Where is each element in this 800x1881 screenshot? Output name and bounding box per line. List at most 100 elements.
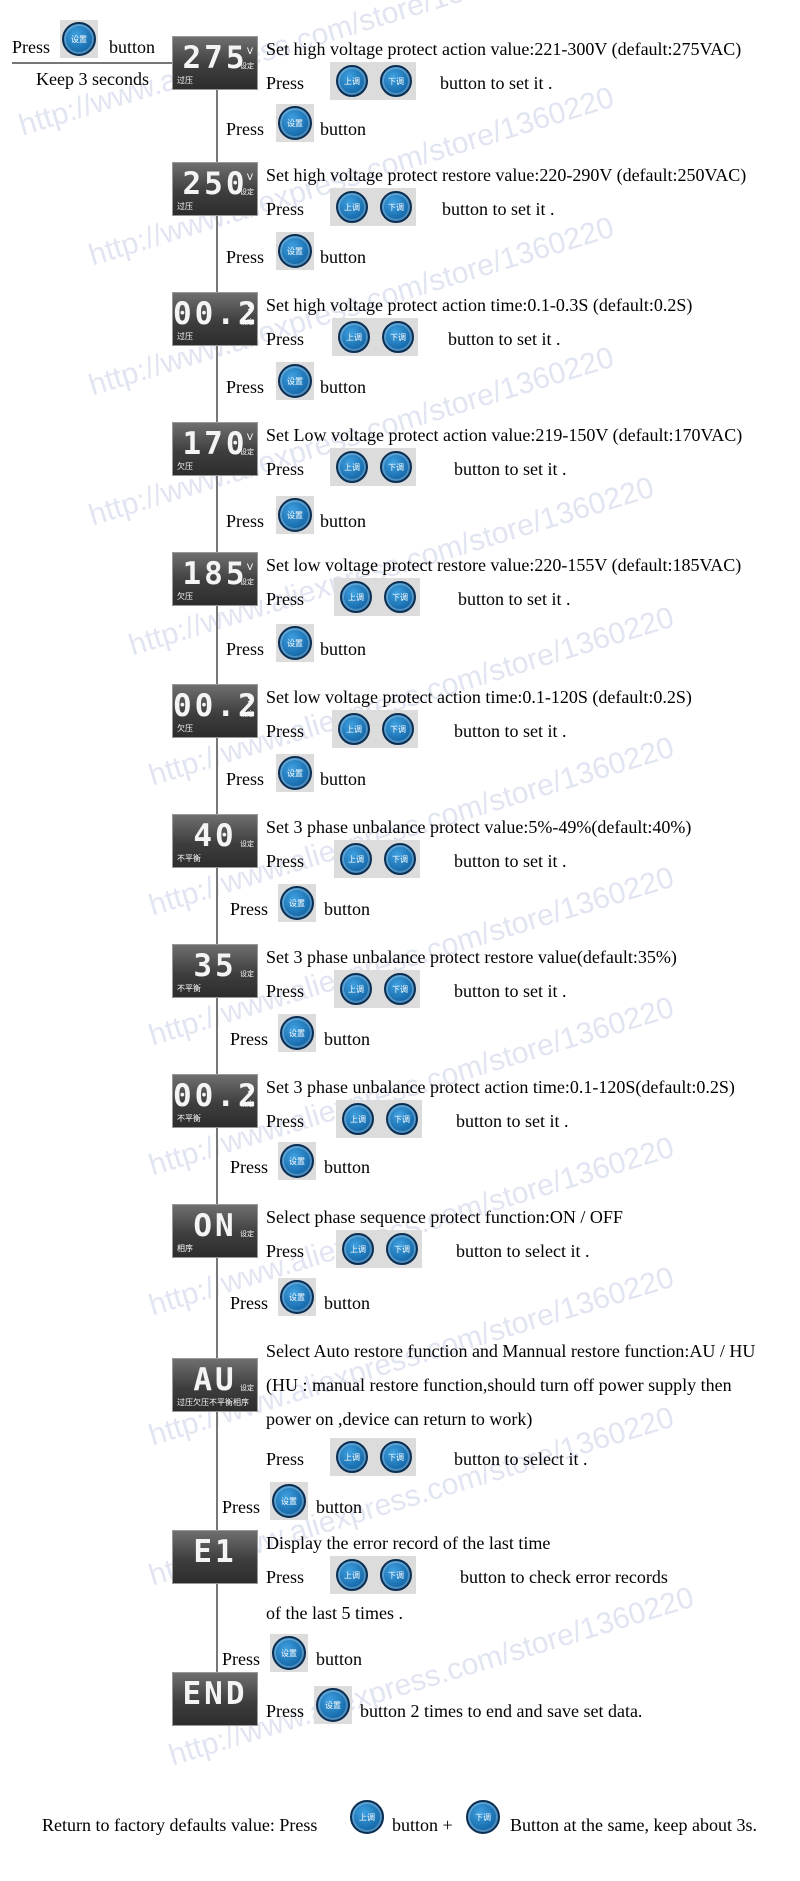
set-button[interactable]: 设置 bbox=[278, 364, 312, 398]
up-button[interactable]: 上调 bbox=[336, 191, 368, 223]
press-label: Press bbox=[226, 511, 265, 531]
step-description: Select Auto restore function and Mannual… bbox=[266, 1341, 756, 1361]
set-button[interactable]: 设置 bbox=[272, 1636, 306, 1670]
up-button[interactable]: 上调 bbox=[342, 1233, 374, 1265]
up-button[interactable]: 上调 bbox=[340, 973, 372, 1005]
down-button[interactable]: 下调 bbox=[384, 973, 416, 1005]
set-button[interactable]: 设置 bbox=[280, 1280, 314, 1314]
lcd-tag: 欠压 bbox=[177, 592, 193, 601]
set-button[interactable]: 设置 bbox=[278, 756, 312, 790]
step-description: Set 3 phase unbalance protect restore va… bbox=[266, 947, 677, 967]
up-button[interactable]: 上调 bbox=[342, 1103, 374, 1135]
set-button[interactable]: 设置 bbox=[278, 626, 312, 660]
step-press-label: Press bbox=[266, 589, 305, 609]
lcd-value: END bbox=[182, 1676, 248, 1712]
up-button[interactable]: 上调 bbox=[336, 65, 368, 97]
button-label: button bbox=[320, 247, 367, 267]
set-button-frame: 设置 bbox=[278, 1142, 316, 1180]
set-button[interactable]: 设置 bbox=[316, 1688, 350, 1722]
lcd-value: 00.2 bbox=[173, 296, 260, 332]
set-button-frame: 设置 bbox=[276, 104, 314, 142]
step-press-label: Press bbox=[266, 73, 305, 93]
up-down-button-frame: 上调下调 bbox=[330, 1556, 416, 1594]
down-button[interactable]: 下调 bbox=[380, 451, 412, 483]
down-button[interactable]: 下调 bbox=[384, 843, 416, 875]
set-button[interactable]: 设置 bbox=[278, 498, 312, 532]
step-action: button to select it . bbox=[454, 1449, 588, 1469]
set-button[interactable]: 设置 bbox=[272, 1484, 306, 1518]
down-button[interactable]: 下调 bbox=[384, 581, 416, 613]
up-down-button-frame: 上调下调 bbox=[330, 188, 416, 226]
lcd-tag: 不平衡 bbox=[177, 854, 201, 863]
down-button[interactable]: 下调 bbox=[382, 321, 414, 353]
lcd-tag: 欠压 bbox=[177, 462, 193, 471]
footer-prefix: Return to factory defaults value: Press bbox=[42, 1815, 318, 1835]
press-label: Press bbox=[230, 899, 269, 919]
set-button[interactable]: 设置 bbox=[280, 886, 314, 920]
lcd-mode: 设定 bbox=[240, 1384, 254, 1392]
up-down-button-frame: 上调下调 bbox=[336, 1100, 422, 1138]
up-button[interactable]: 上调 bbox=[336, 1559, 368, 1591]
press-label: Press bbox=[226, 377, 265, 397]
step-description: Set high voltage protect restore value:2… bbox=[266, 165, 747, 185]
intro-keep: Keep 3 seconds bbox=[36, 69, 149, 89]
down-button[interactable]: 下调 bbox=[380, 191, 412, 223]
lcd-mode: 设定 bbox=[240, 970, 254, 978]
down-button[interactable]: 下调 bbox=[380, 1559, 412, 1591]
up-button[interactable]: 上调 bbox=[340, 581, 372, 613]
lcd-unit: V bbox=[246, 173, 253, 183]
set-button[interactable]: 设置 bbox=[278, 106, 312, 140]
lcd-tag: 欠压 bbox=[177, 724, 193, 733]
up-button-frame: 上调 bbox=[348, 1798, 386, 1836]
set-button[interactable]: 设置 bbox=[278, 234, 312, 268]
down-button[interactable]: 下调 bbox=[466, 1800, 500, 1834]
step-description: Set 3 phase unbalance protect value:5%-4… bbox=[266, 817, 692, 837]
up-button[interactable]: 上调 bbox=[336, 1441, 368, 1473]
lcd-mode: 设定 bbox=[240, 1100, 254, 1108]
footer-plus: button + bbox=[392, 1815, 453, 1835]
up-down-button-frame: 上调下调 bbox=[330, 448, 416, 486]
up-button[interactable]: 上调 bbox=[338, 321, 370, 353]
step-press-label: Press bbox=[266, 1567, 305, 1587]
button-label: button bbox=[320, 769, 367, 789]
button-label: button bbox=[320, 639, 367, 659]
press-label: Press bbox=[226, 119, 265, 139]
up-button[interactable]: 上调 bbox=[350, 1800, 384, 1834]
set-button-frame: 设置 bbox=[270, 1482, 308, 1520]
down-button[interactable]: 下调 bbox=[386, 1103, 418, 1135]
lcd-mode: 设定 bbox=[240, 840, 254, 848]
down-button[interactable]: 下调 bbox=[380, 1441, 412, 1473]
button-label: button bbox=[324, 1157, 371, 1177]
lcd-mode: 设定 bbox=[240, 578, 254, 586]
up-down-button-frame: 上调下调 bbox=[332, 710, 418, 748]
lcd-unit: S bbox=[247, 695, 253, 705]
set-button-frame: 设置 bbox=[278, 1014, 316, 1052]
up-button[interactable]: 上调 bbox=[336, 451, 368, 483]
up-down-button-frame: 上调下调 bbox=[334, 578, 420, 616]
step-description: Set high voltage protect action time:0.1… bbox=[266, 295, 693, 315]
down-button[interactable]: 下调 bbox=[386, 1233, 418, 1265]
up-button[interactable]: 上调 bbox=[338, 713, 370, 745]
step-description-line2: (HU : manual restore function,should tur… bbox=[266, 1375, 732, 1395]
lcd-value: 275 bbox=[182, 40, 248, 76]
step-description-line3: power on ,device can return to work) bbox=[266, 1409, 533, 1429]
lcd-value: 40 bbox=[193, 818, 237, 854]
down-button[interactable]: 下调 bbox=[382, 713, 414, 745]
up-down-button-frame: 上调下调 bbox=[334, 840, 420, 878]
button-label: button bbox=[316, 1497, 363, 1517]
set-button[interactable]: 设置 bbox=[62, 22, 96, 56]
lcd-mode: 设定 bbox=[240, 448, 254, 456]
up-down-button-frame: 上调下调 bbox=[336, 1230, 422, 1268]
lcd-value: 185 bbox=[182, 556, 248, 592]
lcd-display: END bbox=[172, 1672, 258, 1726]
lcd-value: 00.2 bbox=[173, 1078, 260, 1114]
lcd-value: 35 bbox=[193, 948, 237, 984]
set-button[interactable]: 设置 bbox=[280, 1144, 314, 1178]
step-action: button to set it . bbox=[448, 329, 561, 349]
up-button[interactable]: 上调 bbox=[340, 843, 372, 875]
down-button[interactable]: 下调 bbox=[380, 65, 412, 97]
set-button[interactable]: 设置 bbox=[280, 1016, 314, 1050]
